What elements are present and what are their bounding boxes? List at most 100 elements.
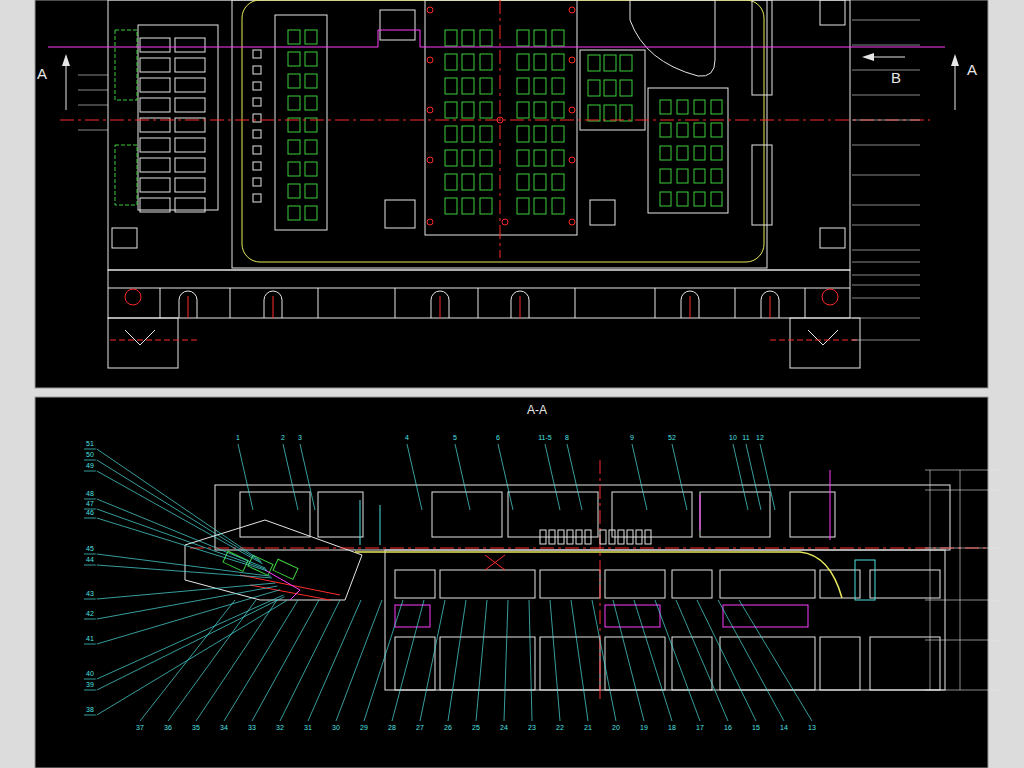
leader-line	[84, 644, 96, 645]
slot-center	[520, 296, 521, 318]
block	[820, 228, 845, 248]
leader-tick	[852, 318, 920, 319]
cavity	[445, 54, 457, 70]
arrow-head	[862, 53, 874, 61]
leader-tick	[852, 250, 920, 251]
cavity	[677, 146, 688, 160]
foot-chevron	[125, 330, 838, 345]
callout-number: 27	[416, 724, 424, 731]
callout-number: 32	[276, 724, 284, 731]
leader-line	[672, 444, 687, 510]
cavity	[711, 123, 722, 137]
insert-plate	[648, 88, 728, 213]
pin	[253, 146, 261, 154]
screw	[427, 7, 433, 13]
cavity	[552, 102, 564, 118]
cavity	[462, 30, 474, 46]
leader-line	[97, 595, 284, 679]
leader-line	[84, 471, 96, 472]
cavity	[462, 78, 474, 94]
pin	[576, 530, 582, 544]
cooling-channel	[115, 145, 137, 205]
leader-tick	[852, 275, 920, 276]
pin	[253, 114, 261, 122]
cavity	[711, 146, 722, 160]
leader-tick	[852, 45, 920, 46]
leader-line	[140, 600, 235, 721]
cooling-channel	[115, 30, 137, 100]
slider-part	[855, 560, 875, 600]
cavity	[552, 198, 564, 214]
leader-line	[545, 444, 560, 510]
callout-number: 22	[556, 724, 564, 731]
leader-line	[84, 449, 96, 450]
callout-number: 48	[86, 490, 94, 497]
screw	[502, 219, 508, 225]
cavity	[552, 78, 564, 94]
cavity	[552, 150, 564, 166]
side-slot	[752, 145, 772, 225]
slot-center	[440, 296, 441, 318]
leader-line	[84, 599, 96, 600]
bar-line	[108, 288, 850, 289]
cavity	[620, 105, 632, 121]
bar-divider	[160, 288, 161, 318]
cavity	[305, 184, 317, 198]
cavity	[588, 105, 600, 121]
cavity	[660, 146, 671, 160]
cavity	[620, 80, 632, 96]
leader-line	[592, 600, 616, 721]
center-mark	[110, 340, 860, 341]
cavity	[445, 30, 457, 46]
cavity	[694, 146, 705, 160]
cavity-section	[790, 492, 835, 537]
rib	[140, 58, 170, 72]
callout-number: 2	[281, 434, 285, 441]
screw	[427, 219, 433, 225]
cavity	[604, 105, 616, 121]
pin	[253, 98, 261, 106]
heater	[605, 605, 660, 627]
callout-number: 40	[86, 670, 94, 677]
leader-tick	[852, 145, 920, 146]
arrow-head	[951, 54, 959, 66]
lower-body	[385, 550, 945, 690]
cavity-section	[700, 492, 770, 537]
cavity	[305, 96, 317, 110]
cavity	[288, 30, 300, 44]
rib	[175, 38, 205, 52]
leader-line	[760, 444, 775, 510]
cavity	[660, 123, 671, 137]
slot-center	[770, 296, 771, 318]
pin	[636, 530, 642, 544]
leader-tick	[852, 175, 920, 176]
leader-line	[238, 444, 253, 510]
cavity	[534, 150, 546, 166]
bar-divider	[478, 288, 479, 318]
cavity	[480, 198, 492, 214]
plate-outline	[108, 0, 850, 270]
leader-tick	[852, 95, 920, 96]
leader-tick	[852, 225, 920, 226]
cavity-section	[540, 637, 600, 690]
cavity	[660, 169, 671, 183]
cavity-section	[440, 637, 535, 690]
callout-number: 17	[696, 724, 704, 731]
center-line	[60, 120, 930, 121]
callout-number: 30	[332, 724, 340, 731]
leader-line	[84, 679, 96, 680]
cavity	[534, 174, 546, 190]
pin	[540, 530, 546, 544]
bar-divider	[318, 288, 319, 318]
slot	[761, 291, 779, 318]
pin	[618, 530, 624, 544]
leader-line	[84, 518, 96, 519]
screw	[427, 157, 433, 163]
callout-number: 47	[86, 500, 94, 507]
leader-line	[498, 444, 513, 510]
cavity	[517, 78, 529, 94]
rib	[140, 78, 170, 92]
leader-tick	[78, 105, 108, 106]
cavity-section	[395, 570, 435, 598]
leader-line	[739, 600, 812, 721]
